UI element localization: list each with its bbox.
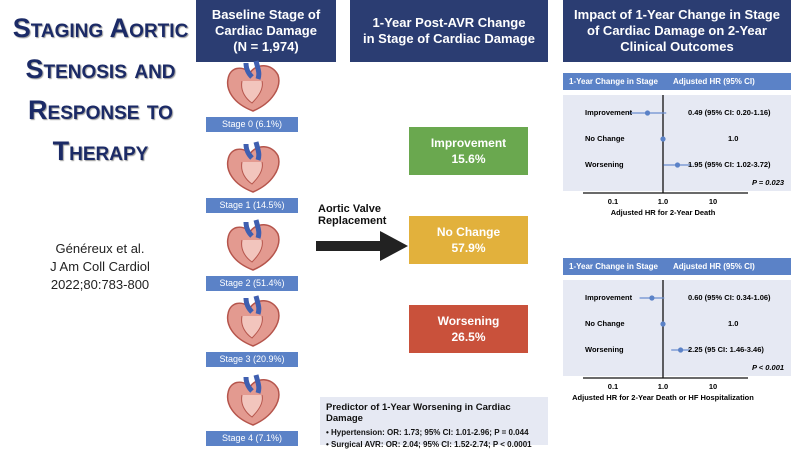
- hr-point: [678, 347, 684, 353]
- forest-plot: [583, 280, 748, 379]
- header-line: Clinical Outcomes: [620, 39, 734, 54]
- forest-row-value: 1.0: [728, 134, 739, 143]
- arrow-label-line: Replacement: [318, 215, 387, 227]
- forest-row-label: Improvement: [585, 293, 633, 302]
- stage-label: Stage 2 (51.4%): [206, 276, 298, 291]
- p-value: P = 0.023: [752, 178, 785, 187]
- header-line: in Stage of Cardiac Damage: [363, 31, 535, 46]
- change-value: 57.9%: [451, 241, 486, 255]
- heart-icon: [226, 219, 280, 271]
- hr-point: [649, 295, 655, 301]
- heart-icon: [226, 60, 280, 112]
- header-baseline: Baseline Stage of Cardiac Damage (N = 1,…: [196, 0, 336, 62]
- stage-label: Stage 4 (7.1%): [206, 431, 298, 446]
- header-impact: Impact of 1-Year Change in Stage of Card…: [563, 0, 791, 62]
- heart-icon: [226, 295, 280, 347]
- header-line: Cardiac Damage: [215, 23, 317, 38]
- arrow-label: Aortic Valve Replacement: [318, 203, 386, 227]
- heart-icon: [226, 374, 280, 426]
- forest-panel: [563, 280, 791, 376]
- tick-label: 0.1: [607, 382, 619, 391]
- citation-volume: 2022;80:783-800: [50, 277, 150, 292]
- citation: Généreux et al. J Am Coll Cardiol 2022;8…: [20, 240, 180, 294]
- stage-label: Stage 3 (20.9%): [206, 352, 298, 367]
- change-no-change: No Change 57.9%: [409, 216, 528, 264]
- header-line: Impact of 1-Year Change in Stage: [574, 7, 780, 22]
- header-line: 1-Year Post-AVR Change: [372, 15, 526, 30]
- change-worsening: Worsening 26.5%: [409, 305, 528, 353]
- heart-icon: [226, 141, 280, 193]
- forest-row-label: Worsening: [585, 345, 624, 354]
- citation-authors: Généreux et al.: [55, 241, 145, 256]
- predictor-title: Predictor of 1-Year Worsening in Cardiac…: [326, 402, 511, 424]
- forest-header-col: 1-Year Change in Stage: [569, 77, 658, 86]
- tick-label: 0.1: [607, 197, 619, 206]
- arrow-icon: [316, 231, 408, 261]
- change-improvement: Improvement 15.6%: [409, 127, 528, 175]
- citation-journal: J Am Coll Cardiol: [50, 259, 150, 274]
- forest-row-value: 0.60 (95% CI: 0.34-1.06): [688, 293, 771, 302]
- page-title: Staging Aortic Stenosis and Response to …: [12, 13, 189, 166]
- forest-row-label: Improvement: [585, 108, 633, 117]
- forest-row-value: 1.0: [728, 319, 739, 328]
- forest-header-col: Adjusted HR (95% CI): [673, 262, 755, 271]
- tick-label: 1.0: [657, 382, 669, 391]
- change-value: 15.6%: [451, 152, 486, 166]
- arrow-label-line: Aortic Valve: [318, 203, 381, 215]
- header-line: (N = 1,974): [233, 39, 299, 54]
- forest-panel: [563, 95, 791, 191]
- header-line: Baseline Stage of: [211, 7, 321, 22]
- forest-row-value: 2.25 (95 CI: 1.46-3.46): [688, 345, 764, 354]
- tick-label: 10: [708, 197, 718, 206]
- x-axis-label: Adjusted HR for 2-Year Death: [610, 208, 716, 217]
- tick-label: 10: [708, 382, 718, 391]
- forest-header-col: Adjusted HR (95% CI): [673, 77, 755, 86]
- forest-row-label: Worsening: [585, 160, 624, 169]
- forest-header: 1-Year Change in Stage Adjusted HR (95% C…: [563, 73, 791, 90]
- predictor-box: Predictor of 1-Year Worsening in Cardiac…: [320, 397, 548, 449]
- hr-point: [660, 321, 666, 327]
- hr-point: [644, 110, 651, 116]
- stage-label: Stage 0 (6.1%): [206, 117, 298, 132]
- x-axis-label: Adjusted HR for 2-Year Death or HF Hospi…: [572, 393, 754, 402]
- forest-row-value: 1.95 (95% CI: 1.02-3.72): [688, 160, 771, 169]
- change-label: Worsening: [437, 314, 500, 328]
- header-line: of Cardiac Damage on 2-Year: [587, 23, 767, 38]
- forest-header: 1-Year Change in Stage Adjusted HR (95% C…: [563, 258, 791, 275]
- predictor-item: • Hypertension: OR: 1.73; 95% CI: 1.01-2…: [326, 428, 529, 437]
- hr-point: [674, 162, 681, 168]
- forest-plot: [583, 95, 748, 194]
- forest-row-value: 0.49 (95% CI: 0.20-1.16): [688, 108, 771, 117]
- stage-label: Stage 1 (14.5%): [206, 198, 298, 213]
- p-value: P < 0.001: [752, 363, 785, 372]
- header-change: 1-Year Post-AVR Change in Stage of Cardi…: [350, 0, 548, 62]
- forest-header-col: 1-Year Change in Stage: [569, 262, 658, 271]
- forest-row-label: No Change: [585, 134, 625, 143]
- change-label: Improvement: [430, 136, 507, 150]
- change-value: 26.5%: [451, 330, 486, 344]
- predictor-item: • Surgical AVR: OR: 2.04; 95% CI: 1.52-2…: [326, 440, 532, 449]
- forest-row-label: No Change: [585, 319, 625, 328]
- change-label: No Change: [436, 225, 501, 239]
- tick-label: 1.0: [657, 197, 669, 206]
- hr-point: [660, 136, 666, 142]
